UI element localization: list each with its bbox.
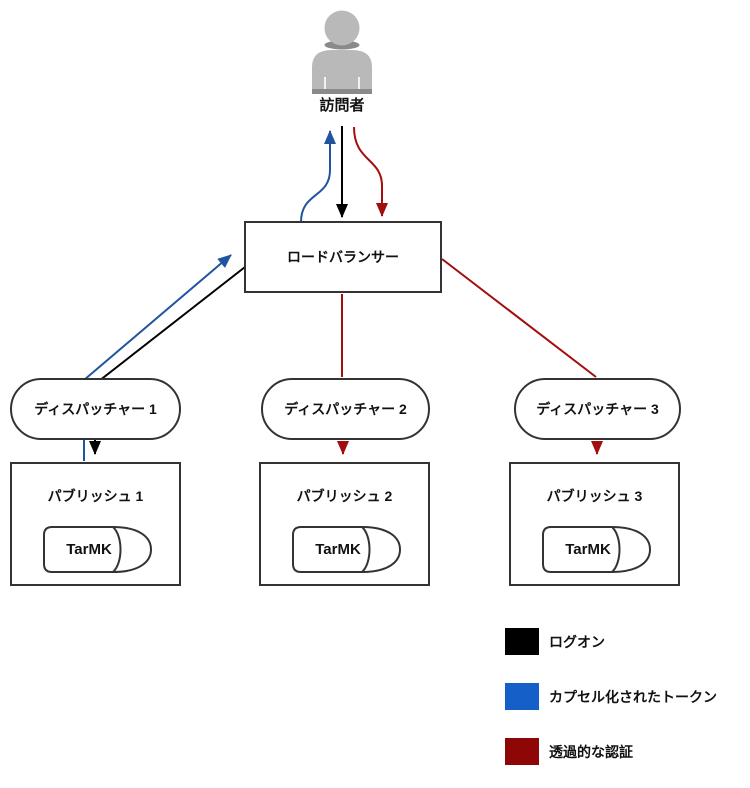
storage-icon: [43, 526, 153, 573]
legend-item-auth: 透過的な認証: [505, 738, 717, 765]
tarmk-label: TarMK: [66, 541, 112, 558]
tarmk-label: TarMK: [315, 541, 361, 558]
dispatcher-node-3: ディスパッチャー 3: [514, 378, 681, 440]
legend-swatch-auth: [505, 738, 539, 765]
storage-icon: [292, 526, 402, 573]
dispatcher-label: ディスパッチャー 3: [536, 401, 659, 417]
legend: ログオン カプセル化されたトークン 透過的な認証: [505, 628, 717, 765]
edge-d1-to-lb-logon: [98, 266, 246, 382]
edge-lb-to-visitor-token: [300, 130, 336, 223]
tarmk-label: TarMK: [565, 541, 611, 558]
storage-icon: [542, 526, 652, 573]
publish-label: パブリッシュ 1: [47, 488, 144, 504]
load-balancer-label: ロードバランサー: [287, 249, 399, 265]
publish-node-1: パブリッシュ 1 TarMK: [10, 462, 181, 586]
dispatcher-label: ディスパッチャー 1: [34, 401, 157, 417]
tarmk-storage-shape: TarMK: [292, 526, 402, 573]
edge-lb-to-d3-auth: [441, 258, 597, 378]
publish-label: パブリッシュ 3: [546, 488, 643, 504]
dispatcher-node-1: ディスパッチャー 1: [10, 378, 181, 440]
publish-node-2: パブリッシュ 2 TarMK: [259, 462, 430, 586]
dispatcher-node-2: ディスパッチャー 2: [261, 378, 430, 440]
legend-label: ログオン: [549, 633, 605, 650]
tarmk-storage-shape: TarMK: [43, 526, 153, 573]
edge-d1-to-lb-token: [83, 254, 232, 381]
legend-label: 透過的な認証: [549, 743, 633, 760]
tarmk-storage-shape: TarMK: [542, 526, 652, 573]
publish-node-3: パブリッシュ 3 TarMK: [509, 462, 680, 586]
load-balancer-node: ロードバランサー: [244, 221, 442, 293]
edge-visitor-to-lb-auth: [353, 126, 388, 217]
legend-swatch-token: [505, 683, 539, 710]
visitor-label: 訪問者: [319, 97, 365, 114]
publish-label: パブリッシュ 2: [296, 488, 393, 504]
dispatcher-label: ディスパッチャー 2: [284, 401, 407, 417]
legend-item-token: カプセル化されたトークン: [505, 683, 717, 710]
legend-swatch-logon: [505, 628, 539, 655]
legend-label: カプセル化されたトークン: [549, 688, 717, 705]
person-icon: [312, 10, 372, 94]
legend-item-logon: ログオン: [505, 628, 717, 655]
